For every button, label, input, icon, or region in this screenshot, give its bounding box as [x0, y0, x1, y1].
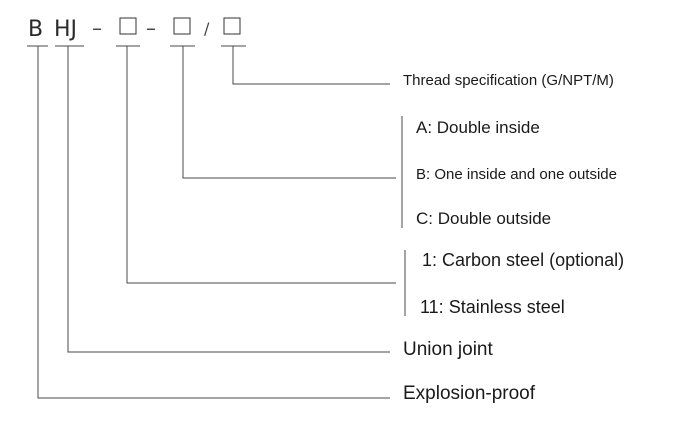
code-letters-hj: HJ: [54, 17, 77, 42]
leader-union-joint: [67, 46, 390, 353]
option-1-carbon-steel: 1: Carbon steel (optional): [422, 250, 624, 270]
label-union-joint: Union joint: [403, 339, 493, 360]
code-dash-2: –: [146, 16, 156, 40]
option-11-stainless-steel: 11: Stainless steel: [420, 297, 565, 317]
leader-material: [126, 46, 396, 284]
leader-thread: [232, 46, 390, 85]
option-a-double-inside: A: Double inside: [416, 118, 540, 137]
code-box-material: [119, 17, 137, 35]
leader-connection: [182, 46, 396, 179]
leader-explosion-proof: [37, 46, 390, 399]
code-box-connection: [173, 17, 191, 35]
label-explosion-proof: Explosion-proof: [403, 383, 536, 404]
label-thread-spec: Thread specification (G/NPT/M): [403, 72, 614, 89]
option-b-inside-outside: B: One inside and one outside: [416, 166, 617, 183]
code-letter-b: B: [28, 17, 43, 42]
code-box-thread: [223, 17, 241, 35]
option-c-double-outside: C: Double outside: [416, 209, 551, 228]
code-slash: /: [204, 19, 210, 38]
code-dash-1: –: [92, 16, 102, 40]
